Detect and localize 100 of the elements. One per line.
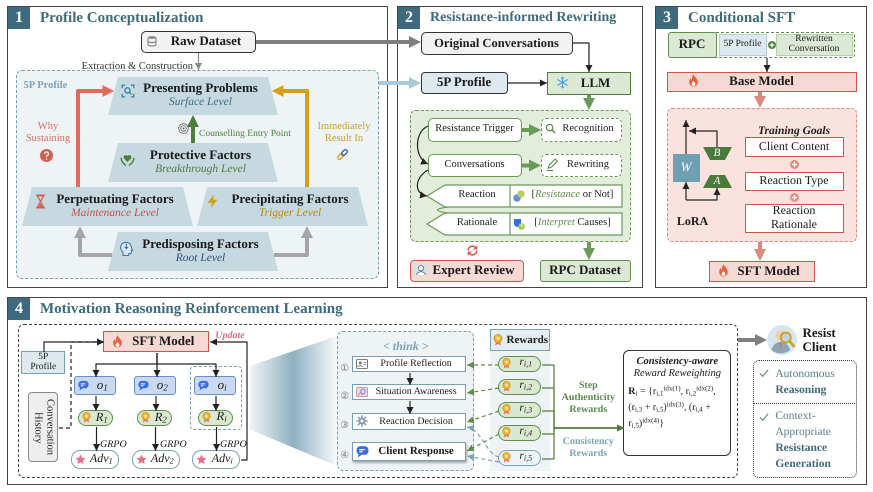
arrow (416, 125, 428, 165)
section-panel (397, 6, 643, 288)
node-label: Client Response (378, 445, 454, 458)
level-trapezoid (22, 186, 192, 226)
dashed-box (540, 118, 622, 142)
section-panel (7, 6, 388, 288)
formula-box (623, 350, 732, 456)
node-label: Base Model (729, 74, 794, 89)
edge-label: Why Sustaining (24, 121, 72, 145)
group-heading: 5P Profile (24, 80, 68, 92)
arrow (406, 373, 414, 385)
arrow (682, 120, 690, 154)
node-label: r$_{i,1}$ (519, 357, 532, 369)
box-title: Consistency-aware (636, 356, 718, 368)
level-title: Predisposing Factors (142, 236, 259, 252)
data-group (668, 32, 854, 58)
feature-text: Autonomous Reasoning (775, 366, 836, 398)
node-label: Adv$_{2}$ (150, 452, 174, 464)
arrow (686, 188, 720, 201)
block-arrow (187, 115, 199, 143)
node-label: B (714, 148, 720, 158)
arrow (573, 42, 592, 72)
node-label: Recognition (562, 123, 614, 136)
model-box (103, 331, 210, 352)
section-number: 4 (8, 298, 30, 320)
dashed-arrow (59, 338, 104, 429)
model-box (666, 72, 856, 92)
arrow (152, 396, 160, 411)
tag-label: Rationale (456, 217, 498, 230)
block-arrow (583, 242, 595, 260)
dotted-panel (752, 360, 856, 478)
reward-pill (498, 450, 542, 466)
level-subtitle: Breakthrough Level (155, 162, 246, 176)
goal-box (744, 204, 844, 232)
formula: R$_{i}$ = {r$_{i,1}$$^{idx(1)}$, r$_{i,2}$$^{idx(2)}$, (r$_{i,3}$ + r$_{i,5}$)$^{idx(3)}$, (r$_{i,4}$ + r$_{i,5}$)$^{idx(4)}$} (628, 384, 717, 432)
node-label: 5P Profile (436, 75, 492, 90)
section-number: 3 (656, 7, 678, 29)
edge-label: GRPO (100, 439, 127, 450)
node-label: o$_{1}$ (96, 378, 108, 391)
node-label: Adv$_{i}$ (212, 452, 233, 464)
node-label: Rewritten Conversation (788, 35, 840, 54)
highlight-frame (190, 366, 242, 430)
tag-shape (426, 184, 622, 206)
connector-line (437, 206, 448, 214)
node-label: o$_{2}$ (156, 378, 168, 391)
reward-pill (498, 402, 542, 418)
level-title: Precipitating Factors (231, 192, 349, 207)
output-box (74, 376, 116, 396)
step-number: ② (340, 391, 350, 403)
node-label: SFT Model (132, 334, 194, 350)
block-arrow (738, 334, 767, 346)
node-label: Resistance Trigger (435, 123, 514, 136)
node-label: Conversation History (31, 398, 56, 458)
arrow (213, 427, 220, 451)
node-label: r$_{i,2}$ (519, 380, 532, 392)
block-arrow (522, 124, 541, 136)
profile-box (718, 34, 766, 56)
section-panel (7, 297, 867, 485)
profile-group (16, 70, 378, 278)
node-label: R$_{2}$ (154, 410, 167, 424)
reward-pill (198, 410, 234, 426)
step-number: ③ (340, 420, 350, 432)
reward-pill (498, 356, 542, 372)
dashed-box (540, 154, 622, 176)
goals-heading: Training Goals (758, 124, 830, 138)
section-number: 2 (398, 7, 420, 29)
arrow (92, 396, 100, 411)
node-label: R$_{i}$ (216, 410, 227, 423)
box-subtitle: Reward Reweighting (634, 368, 721, 380)
process-box (428, 118, 522, 142)
step-box (352, 356, 466, 372)
level-subtitle: Surface Level (169, 96, 232, 110)
output-box (134, 376, 176, 396)
arrow (682, 182, 690, 200)
tag-shape (426, 212, 622, 234)
node-label: W (680, 160, 692, 175)
level-subtitle: Maintenance Level (71, 206, 159, 220)
conversation-box (776, 34, 852, 56)
arrow (542, 424, 624, 460)
edge-label: Update (215, 330, 245, 342)
arrow (152, 427, 159, 451)
section-title: Motivation Reasoning Reinforcement Learning (40, 301, 343, 318)
step-number: ④ (340, 450, 350, 462)
review-box (410, 260, 524, 282)
node-label: Conversations (444, 158, 505, 172)
model-box (546, 72, 630, 94)
level-trapezoid (108, 232, 278, 270)
tag-value: [Interpret Causes] (534, 217, 611, 230)
think-group (337, 331, 474, 472)
arrow (195, 53, 202, 70)
step-box (352, 413, 466, 430)
edge-label: Immediately Result In (316, 121, 372, 145)
dashed-arrow (466, 426, 500, 458)
training-group (666, 108, 856, 242)
pipeline-group (18, 324, 738, 478)
node-label: Raw Dataset (170, 34, 242, 49)
arrow (689, 128, 718, 147)
diagram-caption: LoRA (676, 214, 708, 228)
weight-block (672, 154, 700, 182)
node-label: R$_{1}$ (96, 410, 108, 424)
